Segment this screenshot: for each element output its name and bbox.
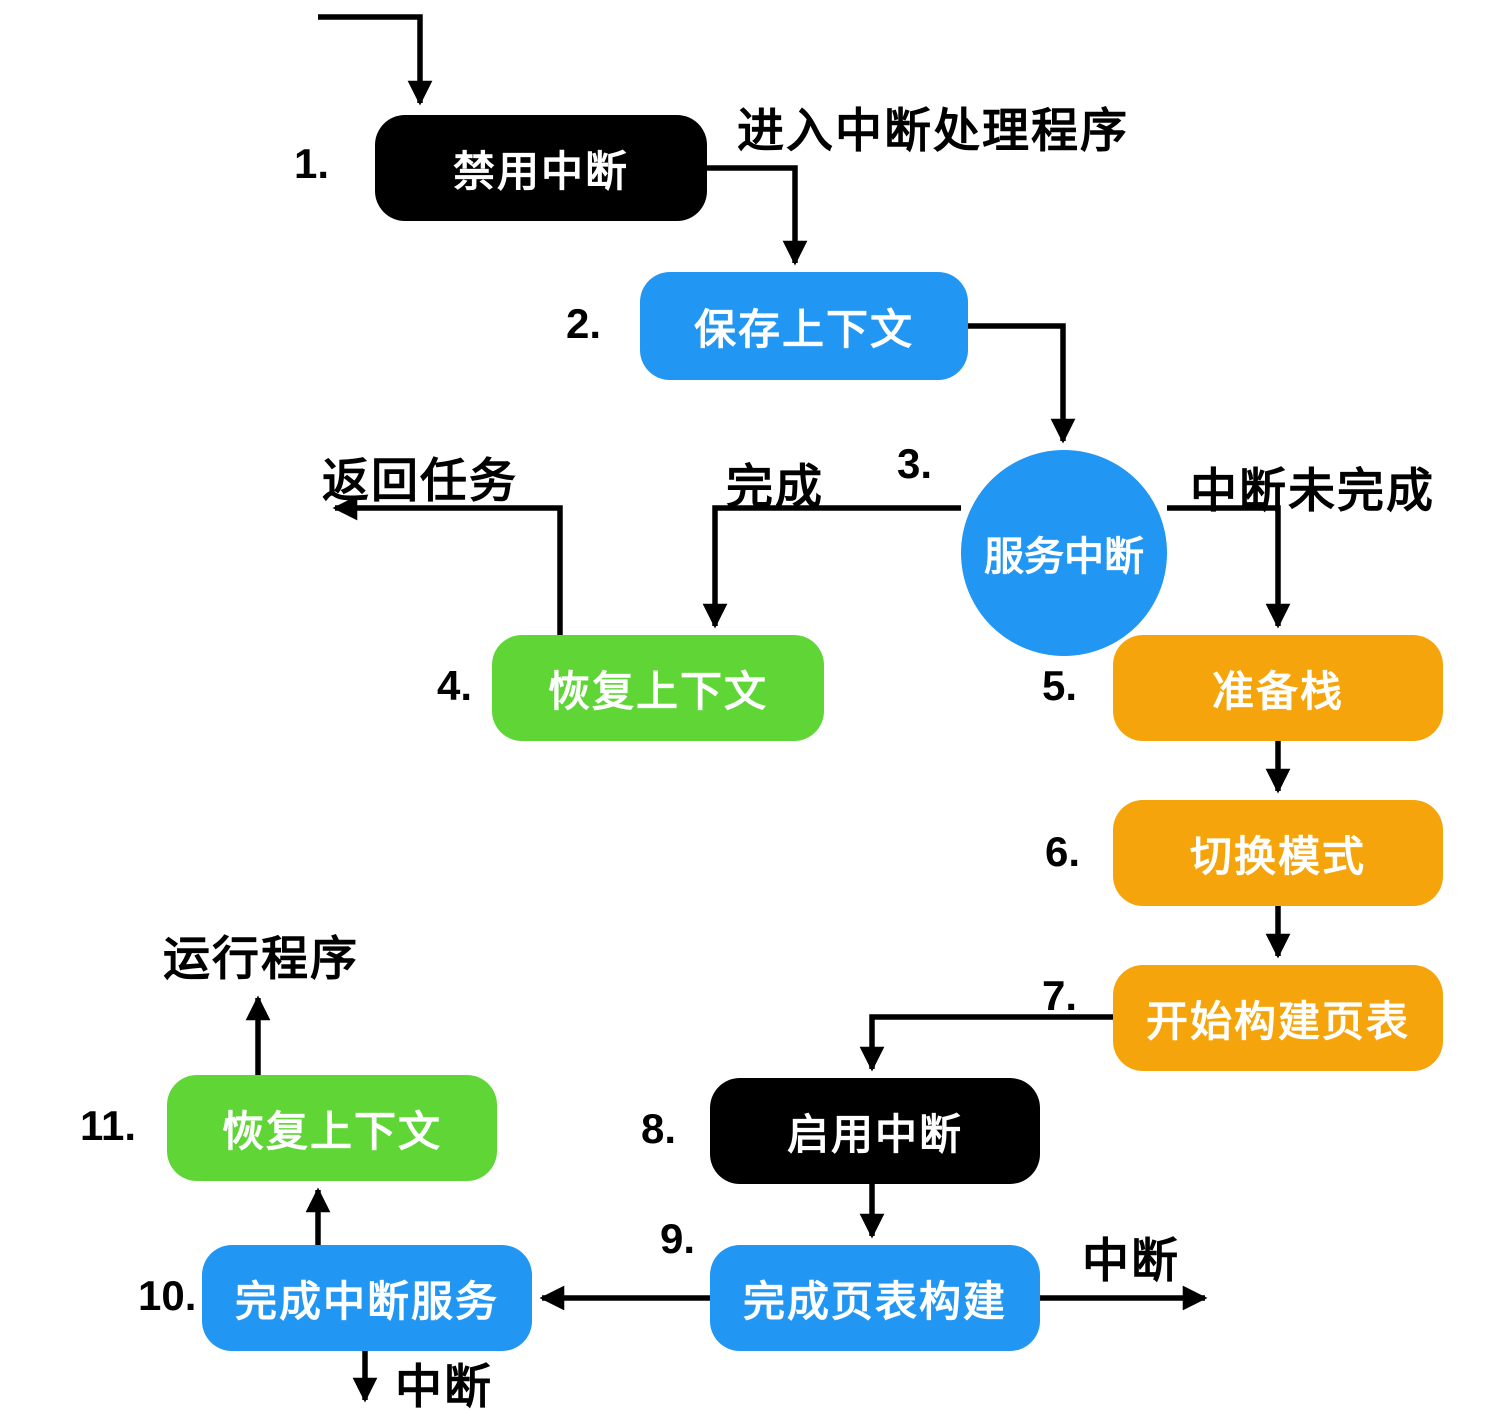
arrow-restore-context-to-return-task: [332, 495, 563, 635]
node-disable-interrupts: 禁用中断: [375, 115, 707, 221]
node-restore-context-2: 恢复上下文: [167, 1075, 497, 1181]
step-number-5: 5.: [1042, 662, 1078, 709]
step-number-2: 2.: [566, 300, 602, 347]
node-prepare-stack: 准备栈: [1113, 635, 1443, 741]
node-start-build-pagetable: 开始构建页表: [1113, 965, 1443, 1071]
label-enter-interrupt-handler: 进入中断处理程序: [737, 104, 1129, 157]
label-interrupt-bottom: 中断: [395, 1360, 493, 1413]
node-enable-interrupts: 启用中断: [710, 1078, 1040, 1184]
node-finish-pagetable-build: 完成页表构建: [710, 1245, 1040, 1351]
arrow-service-interrupt-to-prepare-stack: [1167, 505, 1291, 629]
step-number-7: 7.: [1042, 972, 1078, 1019]
label-interrupt-incomplete: 中断未完成: [1190, 464, 1435, 517]
node-restore-context: 恢复上下文: [492, 635, 824, 741]
step-number-4: 4.: [437, 662, 473, 709]
step-number-6: 6.: [1045, 828, 1081, 875]
step-number-8: 8.: [641, 1105, 677, 1152]
label-done: 完成: [726, 460, 824, 513]
arrow-service-interrupt-to-restore-context: [702, 505, 961, 629]
step-number-9: 9.: [660, 1215, 696, 1262]
arrow-disable-to-save-context: [707, 165, 808, 266]
arrow-build-pagetable-to-enable-interrupts: [859, 1014, 1113, 1072]
arrow-entry-to-disable-interrupts: [318, 14, 433, 106]
step-number-3: 3.: [897, 440, 933, 487]
label-return-to-task: 返回任务: [322, 454, 518, 507]
arrow-save-context-to-service-interrupt: [968, 323, 1076, 444]
label-run-program: 运行程序: [163, 932, 359, 985]
label-interrupt-right: 中断: [1082, 1234, 1180, 1287]
node-switch-mode: 切换模式: [1113, 800, 1443, 906]
node-finish-interrupt-service: 完成中断服务: [202, 1245, 532, 1351]
step-number-11: 11.: [80, 1102, 137, 1149]
node-service-interrupt: 服务中断: [961, 450, 1167, 656]
step-number-1: 1.: [294, 140, 330, 187]
step-number-10: 10.: [138, 1272, 197, 1319]
node-save-context: 保存上下文: [640, 272, 968, 380]
